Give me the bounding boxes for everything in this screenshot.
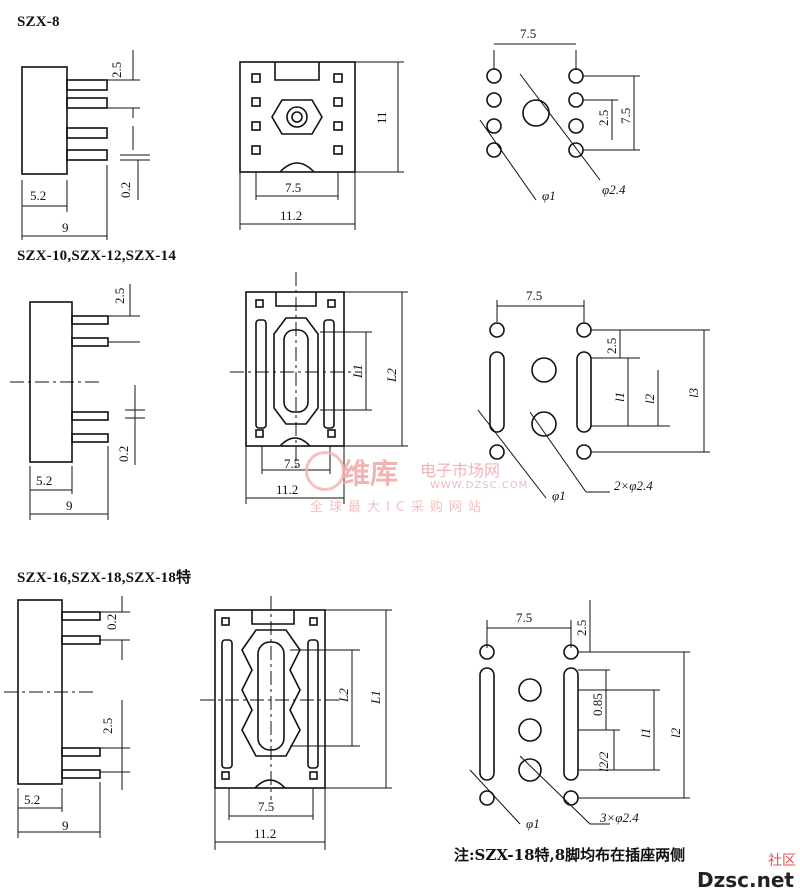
szx16-hole-7-5: 7.5: [516, 610, 532, 625]
section-title-szx16: SZX-16,SZX-18,SZX-18特: [17, 570, 192, 586]
szx8-dim-2-5: 2.5: [109, 62, 124, 78]
szx16-dim-5-2: 5.2: [24, 792, 40, 807]
szx8-hole-7-5: 7.5: [520, 26, 536, 41]
szx16-3phi2-4: 3×φ2.4: [599, 810, 639, 825]
szx10-dim-5-2: 5.2: [36, 473, 52, 488]
szx8-dim-0-2: 0.2: [118, 182, 133, 198]
szx10-2phi2-4: 2×φ2.4: [614, 478, 653, 493]
corner-tag: 社区: [768, 853, 796, 869]
szx8-top-view: [239, 61, 404, 230]
szx16-phi1: φ1: [526, 816, 540, 831]
szx10-phi1: φ1: [552, 488, 566, 503]
szx16-L1: L1: [368, 690, 383, 705]
szx10-dim-2-5: 2.5: [112, 288, 127, 304]
szx10-l3: l3: [686, 387, 701, 398]
szx8-hole-pattern: [479, 43, 640, 201]
watermark-sub: 电子市场网: [420, 461, 501, 480]
szx10-l2: l2: [642, 393, 657, 404]
szx8-phi2-4: φ2.4: [602, 182, 626, 197]
szx10-hole-2-5: 2.5: [604, 338, 619, 354]
szx16-l1: l1: [638, 728, 653, 738]
szx8-dim-5-2: 5.2: [30, 188, 46, 203]
szx16-dim-0-2: 0.2: [104, 614, 119, 630]
szx8-dim-9: 9: [62, 220, 69, 235]
szx16-dim-7-5: 7.5: [258, 799, 274, 814]
szx16-top-view: [200, 596, 392, 850]
szx8-dim-11-2: 11.2: [280, 208, 302, 223]
szx10-hole-pattern: [477, 300, 710, 499]
szx16-dim-9: 9: [62, 818, 69, 833]
szx16-hole-pattern: [469, 600, 690, 825]
szx8-hole-7-5b: 7.5: [618, 108, 633, 124]
szx10-hole-7-5: 7.5: [526, 288, 542, 303]
szx10-l1: l1: [612, 392, 627, 402]
szx16-l2-half: l2/2: [596, 751, 611, 772]
szx16-hole-0-85: 0.85: [590, 693, 605, 716]
footnote: 注:SZX-18特,8脚均布在插座两侧: [454, 846, 686, 864]
szx10-side-view: [10, 284, 145, 520]
watermark-url: WWW.DZSC.COM: [430, 480, 529, 491]
szx8-dim-7-5: 7.5: [285, 180, 301, 195]
watermark-slogan: 全球最大IC采购网站: [310, 500, 487, 515]
szx16-side-view: [4, 596, 130, 838]
szx10-dim-0-2: 0.2: [116, 446, 131, 462]
corner-logo[interactable]: Dzsc.net: [697, 868, 794, 892]
section-title-szx10: SZX-10,SZX-12,SZX-14: [17, 248, 177, 264]
szx16-dim-2-5: 2.5: [100, 718, 115, 734]
szx10-dim-7-5: 7.5: [284, 456, 300, 471]
szx8-side-view: [21, 50, 150, 240]
szx16-hole-2-5: 2.5: [574, 620, 589, 636]
szx16-dim-11-2: 11.2: [254, 826, 276, 841]
watermark-logo-icon: [305, 451, 345, 491]
szx10-dim-11-2: 11.2: [276, 482, 298, 497]
szx8-dim-11: 11: [374, 111, 389, 124]
szx8-phi1: φ1: [542, 188, 556, 203]
szx10-dim-9: 9: [66, 498, 73, 513]
szx10-L1: L1: [350, 364, 365, 379]
section-title-szx8: SZX-8: [17, 14, 60, 30]
watermark-main: 维库: [342, 457, 399, 490]
szx10-L2: L2: [384, 368, 399, 383]
szx16-l2: l2: [668, 727, 683, 738]
szx16-L2: L2: [336, 688, 351, 703]
szx8-hole-2-5: 2.5: [596, 110, 611, 126]
